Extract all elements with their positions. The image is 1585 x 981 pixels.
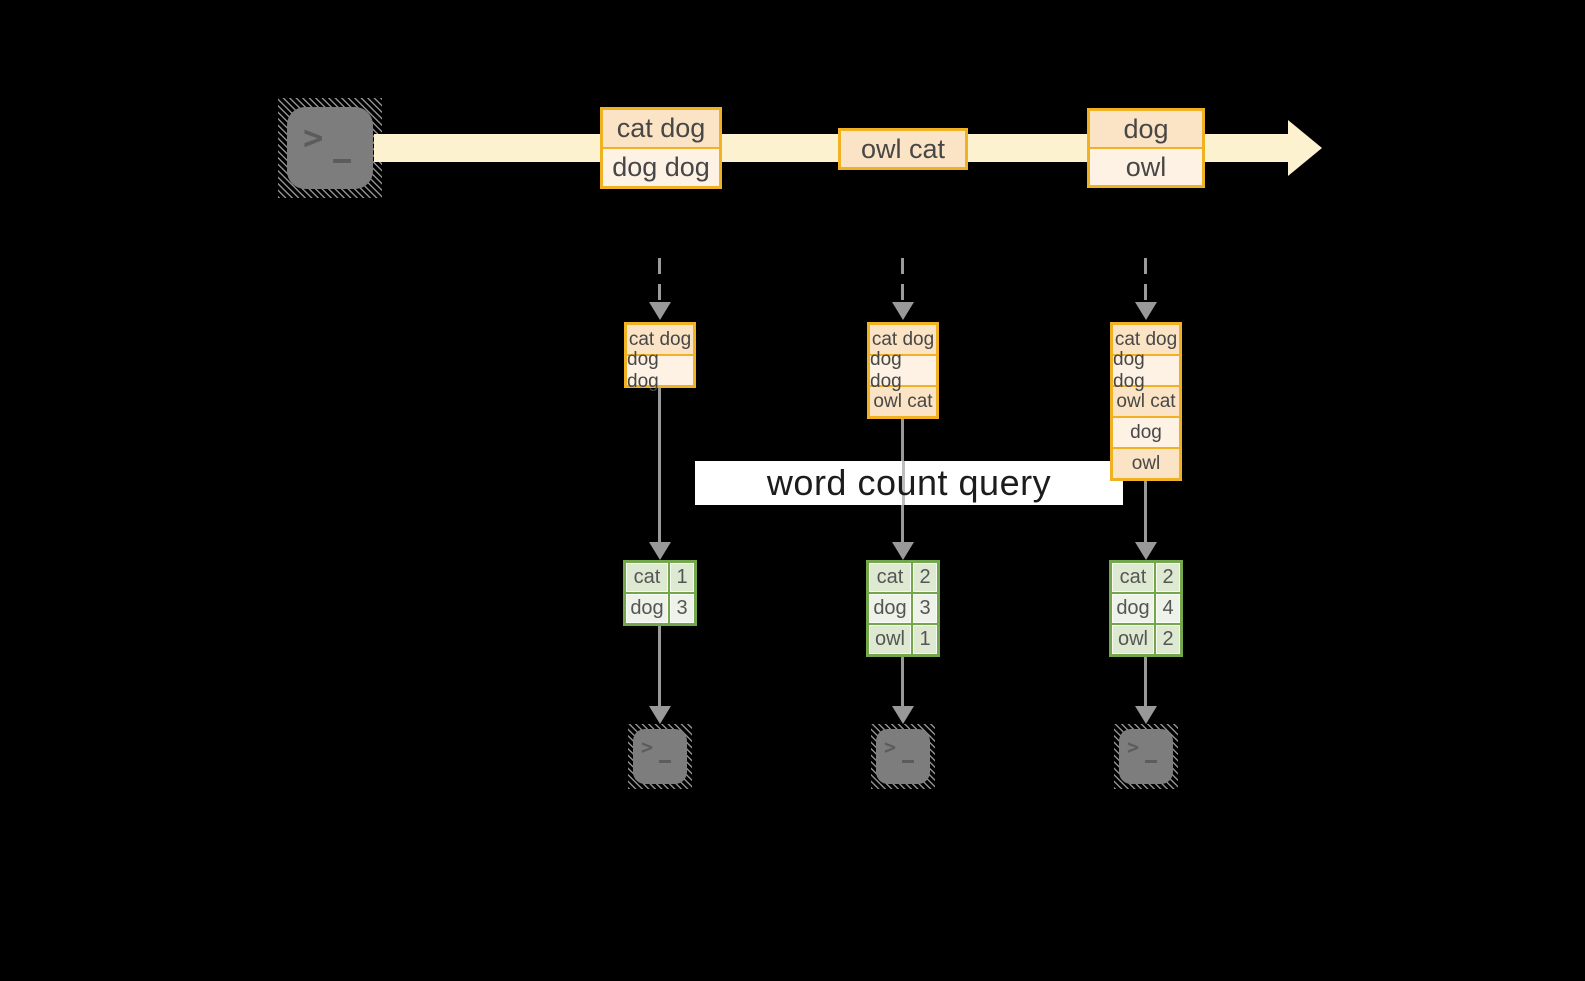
word-cell: dog [626, 594, 668, 623]
count-row: cat 2 [1112, 563, 1180, 592]
terminal-prompt-icon: > [641, 735, 654, 759]
arrow-line-through-band [902, 461, 905, 505]
arrow-head-icon [892, 542, 914, 560]
arrow-head-icon [892, 706, 914, 724]
timeline-batch-3: dog owl [1087, 108, 1205, 188]
dashed-arrow-line [658, 258, 661, 302]
record: owl cat [841, 131, 965, 167]
arrow-line [658, 626, 661, 706]
terminal-cursor-icon [902, 760, 914, 763]
terminal-cursor-icon [333, 159, 351, 163]
word-cell: cat [626, 563, 668, 592]
count-row: cat 1 [626, 563, 694, 592]
count-row: owl 1 [869, 625, 937, 654]
timeline-batch-2: owl cat [838, 128, 968, 170]
dashed-arrow-head-icon [649, 302, 671, 320]
record: owl [1113, 449, 1179, 478]
timeline-batch-1: cat dog dog dog [600, 107, 722, 189]
record: dog dog [627, 349, 693, 392]
arrow-head-icon [1135, 542, 1157, 560]
arrow-line [1144, 481, 1147, 542]
terminal-screen: > [633, 729, 687, 784]
input-table-2: cat dog dog dog owl cat [867, 322, 939, 419]
count-row: dog 3 [626, 594, 694, 623]
arrow-head-icon [649, 542, 671, 560]
word-cell: dog [869, 594, 911, 623]
arrow-head-icon [649, 706, 671, 724]
output-terminal-icon: > [871, 724, 935, 789]
dashed-arrow-head-icon [892, 302, 914, 320]
record: cat dog [870, 325, 936, 354]
count-cell: 1 [913, 625, 937, 654]
count-row: dog 4 [1112, 594, 1180, 623]
record: dog [1113, 418, 1179, 447]
record: cat dog [627, 325, 693, 354]
count-cell: 2 [1156, 563, 1180, 592]
word-cell: cat [869, 563, 911, 592]
terminal-prompt-icon: > [884, 735, 897, 759]
dashed-arrow-line [1144, 258, 1147, 302]
record: owl cat [870, 387, 936, 416]
terminal-cursor-icon [659, 760, 671, 763]
terminal-prompt-icon: > [303, 118, 324, 158]
count-cell: 3 [670, 594, 694, 623]
count-row: dog 3 [869, 594, 937, 623]
dashed-arrow-line [901, 258, 904, 302]
count-cell: 2 [913, 563, 937, 592]
count-cell: 3 [913, 594, 937, 623]
terminal-screen: > [1119, 729, 1173, 784]
arrow-line [1144, 657, 1147, 706]
terminal-screen: > [876, 729, 930, 784]
word-cell: cat [1112, 563, 1154, 592]
record: dog [1090, 111, 1202, 147]
count-table-1: cat 1 dog 3 [623, 560, 697, 626]
output-terminal-icon: > [628, 724, 692, 789]
query-band: word count query [695, 461, 1123, 505]
record: cat dog [603, 110, 719, 147]
dashed-arrow-head-icon [1135, 302, 1157, 320]
count-cell: 1 [670, 563, 694, 592]
count-cell: 4 [1156, 594, 1180, 623]
record: dog dog [870, 349, 936, 392]
record: dog dog [603, 149, 719, 186]
terminal-cursor-icon [1145, 760, 1157, 763]
count-table-2: cat 2 dog 3 owl 1 [866, 560, 940, 657]
count-row: cat 2 [869, 563, 937, 592]
count-row: owl 2 [1112, 625, 1180, 654]
count-cell: 2 [1156, 625, 1180, 654]
word-cell: dog [1112, 594, 1154, 623]
stream-timeline-arrowhead-icon [1288, 120, 1322, 176]
source-terminal-icon: > [278, 98, 382, 198]
input-table-3: cat dog dog dog owl cat dog owl [1110, 322, 1182, 481]
arrow-line [658, 388, 661, 542]
query-label: word count query [766, 462, 1052, 503]
arrow-head-icon [1135, 706, 1157, 724]
record: dog dog [1113, 349, 1179, 392]
terminal-screen: > [287, 107, 373, 189]
count-table-3: cat 2 dog 4 owl 2 [1109, 560, 1183, 657]
input-table-1: cat dog dog dog [624, 322, 696, 392]
word-cell: owl [1112, 625, 1154, 654]
word-cell: owl [869, 625, 911, 654]
output-terminal-icon: > [1114, 724, 1178, 789]
record: owl cat [1113, 387, 1179, 416]
record: owl [1090, 149, 1202, 185]
arrow-line [901, 657, 904, 706]
terminal-prompt-icon: > [1127, 735, 1140, 759]
record: cat dog [1113, 325, 1179, 354]
